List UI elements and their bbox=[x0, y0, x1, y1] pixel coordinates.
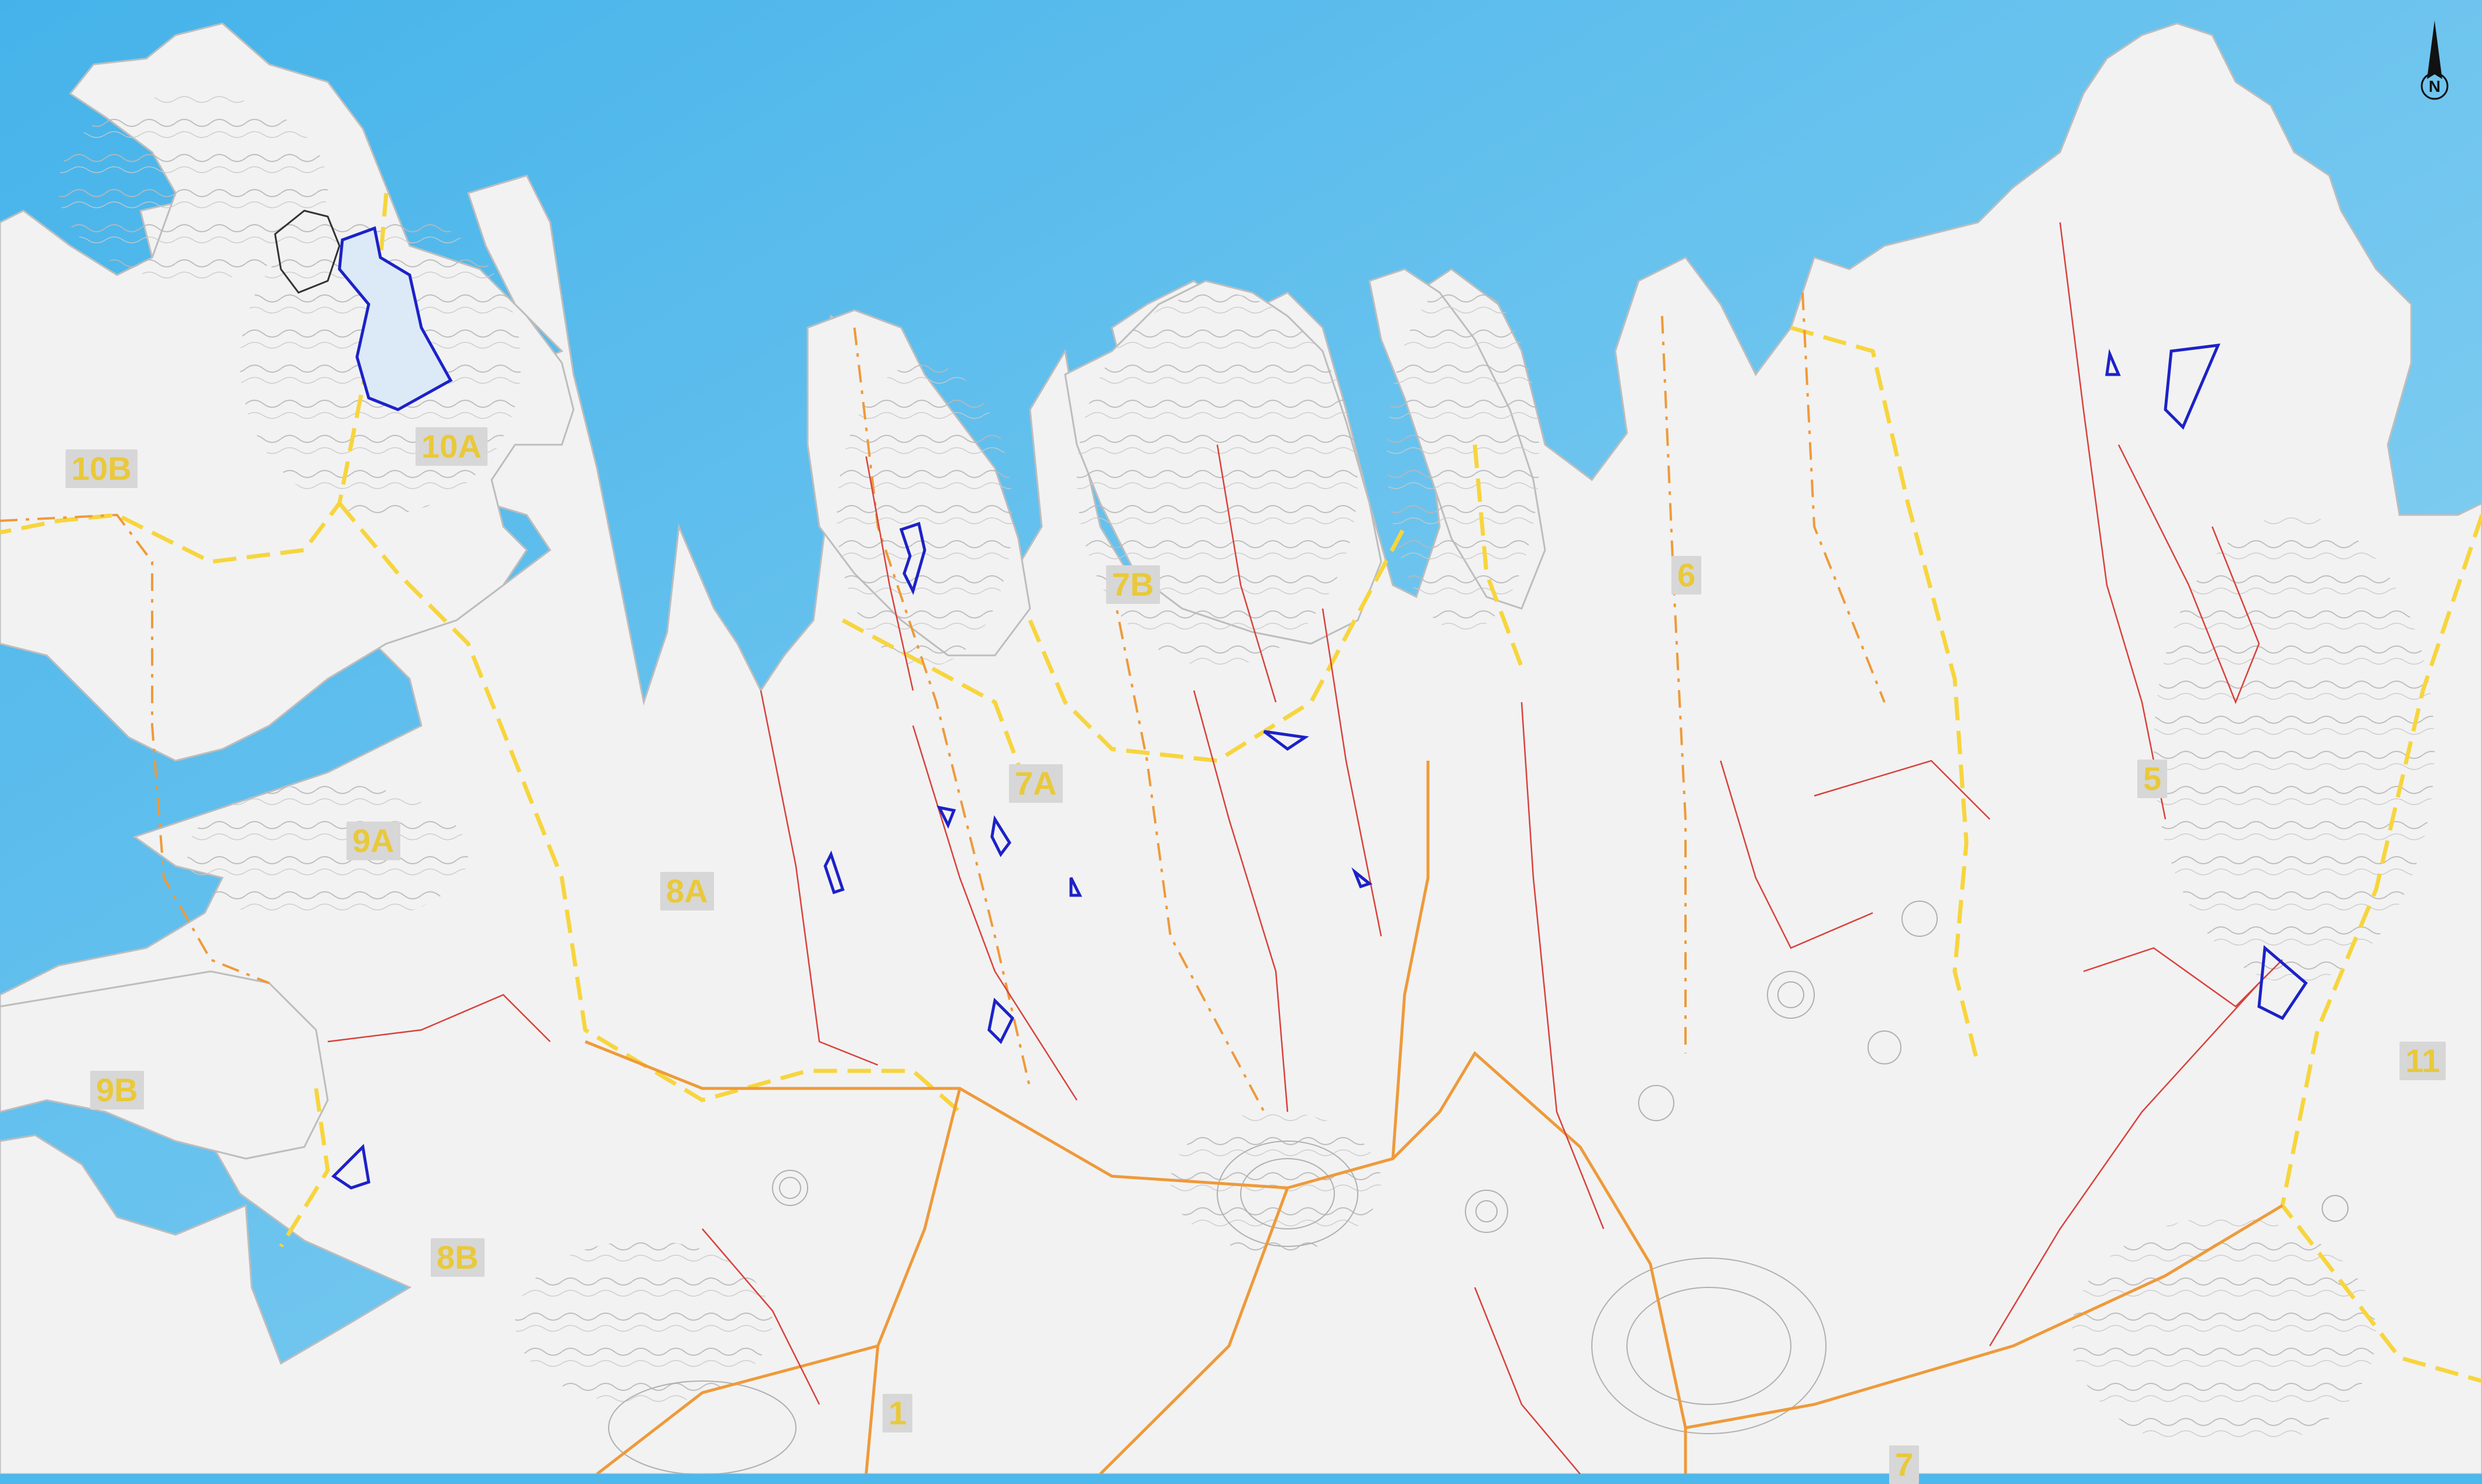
zone-label-8b: 8B bbox=[431, 1238, 485, 1277]
zone-label-8a: 8A bbox=[660, 872, 714, 911]
zone-label-9a: 9A bbox=[346, 822, 400, 860]
zone-label-10b: 10B bbox=[66, 449, 138, 488]
zone-label-11: 11 bbox=[2399, 1042, 2446, 1080]
zone-label-10a: 10A bbox=[416, 427, 488, 466]
protected-areas bbox=[331, 226, 2308, 1190]
zone-label-7b: 7B bbox=[1106, 565, 1160, 604]
routes bbox=[585, 761, 2284, 1474]
zone-label-7: 7 bbox=[1889, 1445, 1920, 1484]
zone-label-1: 1 bbox=[883, 1394, 913, 1433]
zone-label-7a: 7A bbox=[1009, 764, 1063, 803]
zone-label-5: 5 bbox=[2137, 760, 2168, 798]
north-arrow-letter: N bbox=[2429, 77, 2440, 95]
zone-borders bbox=[0, 193, 2482, 1383]
dashed-routes bbox=[0, 292, 1886, 1112]
north-arrow-icon: N bbox=[2421, 20, 2449, 100]
zone-label-9b: 9B bbox=[90, 1071, 144, 1109]
zone-label-6: 6 bbox=[1671, 556, 1702, 595]
black-boundary bbox=[274, 209, 341, 294]
tracks bbox=[327, 222, 2283, 1474]
